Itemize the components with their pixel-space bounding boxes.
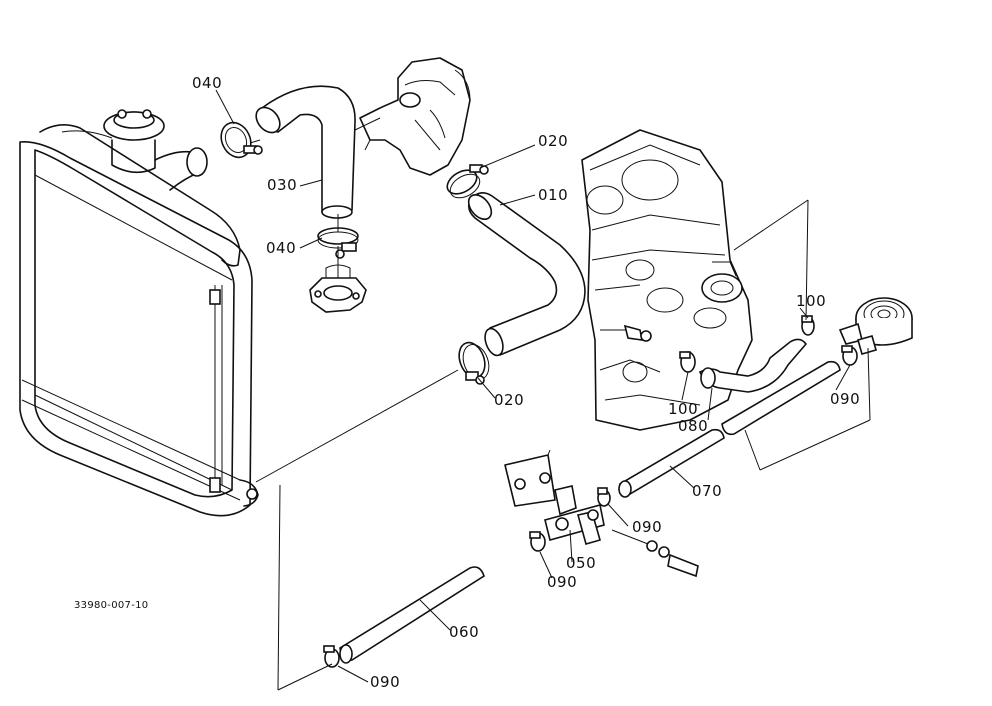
label-070: 070 <box>692 482 723 500</box>
label-100-right: 100 <box>796 292 827 310</box>
hose-clamp-040-upper <box>220 121 263 159</box>
label-060: 060 <box>449 623 480 641</box>
drawing-number: 33980-007-10 <box>74 600 149 611</box>
label-010: 010 <box>538 186 569 204</box>
label-030: 030 <box>267 176 298 194</box>
bypass-hose-080 <box>698 338 808 393</box>
hose-clip-090-lower <box>529 531 546 552</box>
hose-060 <box>339 566 485 664</box>
hose-clip-090-bottom <box>323 645 340 668</box>
label-090-mid: 090 <box>632 518 663 536</box>
hose-clamp-020-upper <box>446 164 489 199</box>
label-020-top: 020 <box>538 132 569 150</box>
label-100-left: 100 <box>668 400 699 418</box>
pipe-fitting-050 <box>504 454 699 578</box>
label-040-top: 040 <box>192 74 223 92</box>
hose-clip-100-left <box>679 351 696 373</box>
label-090-right: 090 <box>830 390 861 408</box>
radiator <box>19 109 259 517</box>
hose-clip-100-right <box>801 315 815 336</box>
label-090-lower: 090 <box>547 573 578 591</box>
label-080: 080 <box>678 417 709 435</box>
hose-clip-090-mid <box>597 487 611 507</box>
lower-radiator-hose-010 <box>467 192 586 357</box>
upper-radiator-hose-030 <box>255 85 356 219</box>
hose-clamp-040-lower <box>317 227 359 259</box>
label-020-lower: 020 <box>494 391 525 409</box>
label-040-lower: 040 <box>266 239 297 257</box>
thermostat-flange <box>309 264 367 313</box>
leader-lines <box>215 89 871 691</box>
label-050: 050 <box>566 554 597 572</box>
water-pump-housing <box>359 57 471 176</box>
hose-070 <box>618 360 841 498</box>
hose-clip-090-right <box>841 345 858 366</box>
oil-cooler <box>838 297 913 355</box>
label-090-bottom: 090 <box>370 673 401 691</box>
